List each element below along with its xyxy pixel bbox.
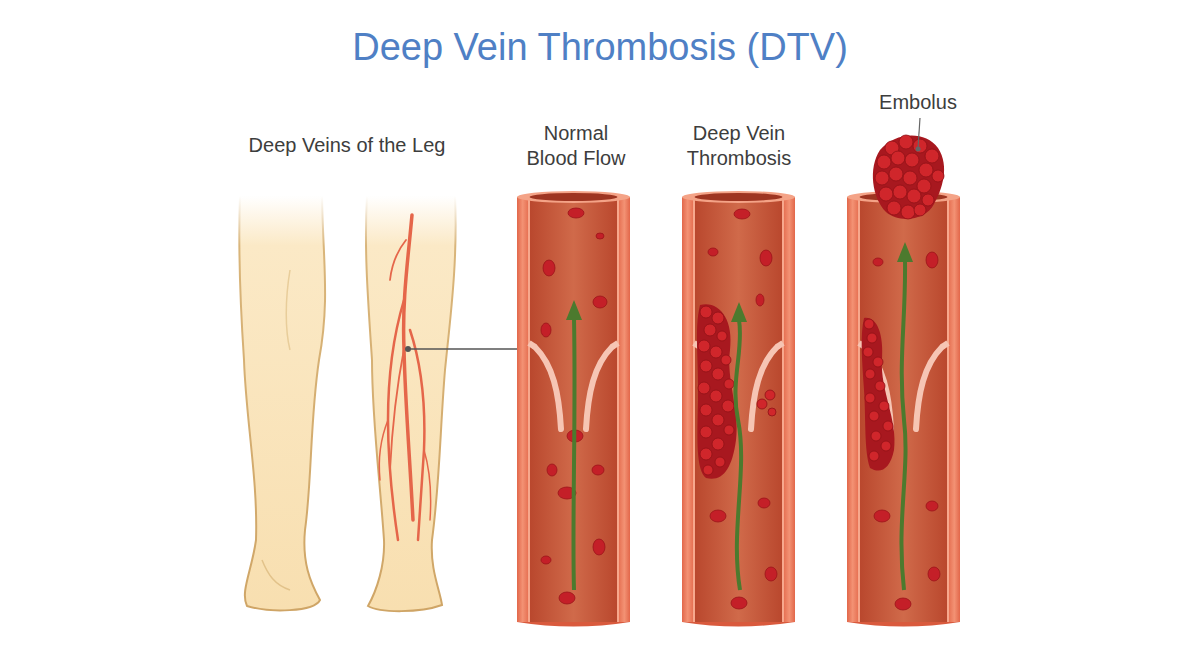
label-slot: Deep Veins of the Leg — [217, 133, 477, 158]
label-slot: Deep Vein Thrombosis (DTV) — [150, 24, 1050, 72]
part-label: Deep Veins of the Leg — [217, 133, 477, 158]
label-slot: Deep Vein Thrombosis — [674, 121, 804, 171]
label-slot: Normal Blood Flow — [516, 121, 636, 171]
embolus-clot — [873, 135, 944, 219]
leader-line — [408, 348, 525, 350]
vessel-thrombosis — [682, 191, 795, 627]
part-label: Normal Blood Flow — [516, 121, 636, 171]
label-slot: Embolus — [858, 90, 978, 115]
vessel-normal — [517, 191, 630, 627]
part-label: Deep Vein Thrombosis — [674, 121, 804, 171]
leader-dot — [916, 147, 921, 152]
vessel-embolus — [847, 191, 960, 627]
leader-line — [918, 118, 920, 148]
flow-arrow — [573, 318, 574, 590]
leg-left — [239, 196, 325, 610]
leg-right — [366, 196, 456, 611]
part-label: Embolus — [858, 90, 978, 115]
diagram-title: Deep Vein Thrombosis (DTV) — [150, 24, 1050, 72]
